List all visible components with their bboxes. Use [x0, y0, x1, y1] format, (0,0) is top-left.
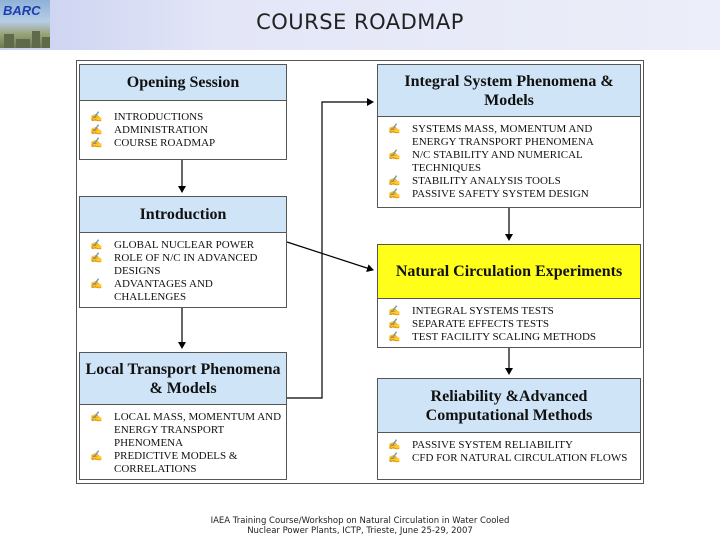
pencil-check-icon: ✍ — [388, 150, 401, 161]
list-item-text: SEPARATE EFFECTS TESTS — [412, 318, 549, 330]
pencil-check-icon: ✍ — [388, 319, 401, 330]
list-item-text: N/C STABILITY AND NUMERICAL TECHNIQUES — [412, 149, 583, 174]
pencil-check-icon: ✍ — [90, 240, 103, 251]
footer-line-2: Nuclear Power Plants, ICTP, Trieste, Jun… — [247, 526, 473, 536]
arrow-local-to-integral — [287, 98, 374, 399]
pencil-check-icon: ✍ — [90, 253, 103, 264]
list-item-text: ADMINISTRATION — [114, 124, 209, 136]
box-item-list: ✍ INTEGRAL SYSTEMS TESTS ✍ SEPARATE EFFECTS… — [378, 299, 640, 346]
box-item-list: ✍ GLOBAL NUCLEAR POWER ✍ ROLE OF N/C IN ADV… — [80, 233, 286, 306]
box-item-list: ✍ INTRODUCTIONS ✍ ADMINISTRATION ✍ COURSE ROA… — [80, 101, 286, 152]
footer-caption: IAEA Training Course/Workshop on Natural… — [0, 516, 720, 536]
list-item: ✍ SEPARATE EFFECTS TESTS — [388, 318, 636, 331]
arrow-intro-to-experiments — [286, 241, 374, 272]
box-title: Reliability &Advanced Computational Meth… — [378, 379, 640, 433]
list-item: ✍ GLOBAL NUCLEAR POWER — [90, 239, 282, 252]
list-item: ✍ ADMINISTRATION — [90, 124, 282, 137]
barc-logo: BARC — [0, 0, 50, 48]
pencil-check-icon: ✍ — [388, 176, 401, 187]
list-item-text: ADVANTAGES AND CHALLENGES — [114, 278, 213, 303]
pencil-check-icon: ✍ — [388, 453, 401, 464]
list-item-text: SYSTEMS MASS, MOMENTUM AND ENERGY TRANSP… — [412, 123, 594, 148]
box-title: Introduction — [80, 197, 286, 233]
list-item-text: INTEGRAL SYSTEMS TESTS — [412, 305, 554, 317]
box-title: Local Transport Phenomena & Models — [80, 353, 286, 405]
list-item: ✍ COURSE ROADMAP — [90, 137, 282, 150]
diagram-frame — [76, 60, 644, 484]
pencil-check-icon: ✍ — [388, 332, 401, 343]
list-item: ✍ CFD FOR NATURAL CIRCULATION FLOWS — [388, 452, 636, 465]
list-item: ✍ PREDICTIVE MODELS & CORRELATIONS — [90, 450, 282, 476]
box-item-list: ✍ PASSIVE SYSTEM RELIABILITY ✍ CFD FOR NATU… — [378, 433, 640, 467]
pencil-check-icon: ✍ — [90, 412, 103, 423]
box-title: Natural Circulation Experiments — [378, 245, 640, 299]
box-opening-session: Opening Session ✍ INTRODUCTIONS ✍ ADMINISTR… — [79, 64, 287, 160]
pencil-check-icon: ✍ — [90, 279, 103, 290]
box-reliability: Reliability &Advanced Computational Meth… — [377, 378, 641, 480]
list-item: ✍ ROLE OF N/C IN ADVANCED DESIGNS — [90, 252, 282, 278]
list-item-text: CFD FOR NATURAL CIRCULATION FLOWS — [412, 452, 628, 464]
list-item: ✍ PASSIVE SYSTEM RELIABILITY — [388, 439, 636, 452]
list-item-text: STABILITY ANALYSIS TOOLS — [412, 175, 561, 187]
pencil-check-icon: ✍ — [388, 306, 401, 317]
list-item-text: PREDICTIVE MODELS & CORRELATIONS — [114, 450, 238, 475]
header-bar: BARC COURSE ROADMAP — [0, 0, 720, 50]
list-item: ✍ TEST FACILITY SCALING METHODS — [388, 331, 636, 344]
pencil-check-icon: ✍ — [388, 189, 401, 200]
list-item: ✍ INTRODUCTIONS — [90, 111, 282, 124]
list-item: ✍ PASSIVE SAFETY SYSTEM DESIGN — [388, 188, 636, 201]
list-item: ✍ N/C STABILITY AND NUMERICAL TECHNIQUES — [388, 149, 636, 175]
pencil-check-icon: ✍ — [90, 138, 103, 149]
pencil-check-icon: ✍ — [90, 451, 103, 462]
box-title: Integral System Phenomena & Models — [378, 65, 640, 117]
list-item: ✍ STABILITY ANALYSIS TOOLS — [388, 175, 636, 188]
list-item-text: ROLE OF N/C IN ADVANCED DESIGNS — [114, 252, 258, 277]
list-item: ✍ LOCAL MASS, MOMENTUM AND ENERGY TRANSPO… — [90, 411, 282, 450]
pencil-check-icon: ✍ — [388, 440, 401, 451]
footer-line-1: IAEA Training Course/Workshop on Natural… — [210, 516, 510, 526]
list-item-text: GLOBAL NUCLEAR POWER — [114, 239, 255, 251]
box-item-list: ✍ LOCAL MASS, MOMENTUM AND ENERGY TRANSPO… — [80, 405, 286, 478]
box-introduction: Introduction ✍ GLOBAL NUCLEAR POWER ✍ ROLE … — [79, 196, 287, 308]
list-item-text: TEST FACILITY SCALING METHODS — [412, 331, 597, 343]
list-item: ✍ INTEGRAL SYSTEMS TESTS — [388, 305, 636, 318]
box-item-list: ✍ SYSTEMS MASS, MOMENTUM AND ENERGY TRANS… — [378, 117, 640, 203]
page-title: COURSE ROADMAP — [256, 10, 464, 34]
list-item-text: PASSIVE SYSTEM RELIABILITY — [412, 439, 573, 451]
list-item-text: LOCAL MASS, MOMENTUM AND ENERGY TRANSPOR… — [114, 411, 282, 449]
box-integral-system: Integral System Phenomena & Models ✍ SYST… — [377, 64, 641, 208]
pencil-check-icon: ✍ — [90, 125, 103, 136]
box-nc-experiments: Natural Circulation Experiments ✍ INTEGRA… — [377, 244, 641, 348]
list-item-text: INTRODUCTIONS — [114, 111, 204, 123]
list-item: ✍ ADVANTAGES AND CHALLENGES — [90, 278, 282, 304]
box-local-transport: Local Transport Phenomena & Models ✍ LOCA… — [79, 352, 287, 480]
logo-text: BARC — [3, 3, 41, 18]
pencil-check-icon: ✍ — [388, 124, 401, 135]
box-title: Opening Session — [80, 65, 286, 101]
list-item-text: COURSE ROADMAP — [114, 137, 216, 149]
list-item: ✍ SYSTEMS MASS, MOMENTUM AND ENERGY TRANS… — [388, 123, 636, 149]
pencil-check-icon: ✍ — [90, 112, 103, 123]
list-item-text: PASSIVE SAFETY SYSTEM DESIGN — [412, 188, 589, 200]
